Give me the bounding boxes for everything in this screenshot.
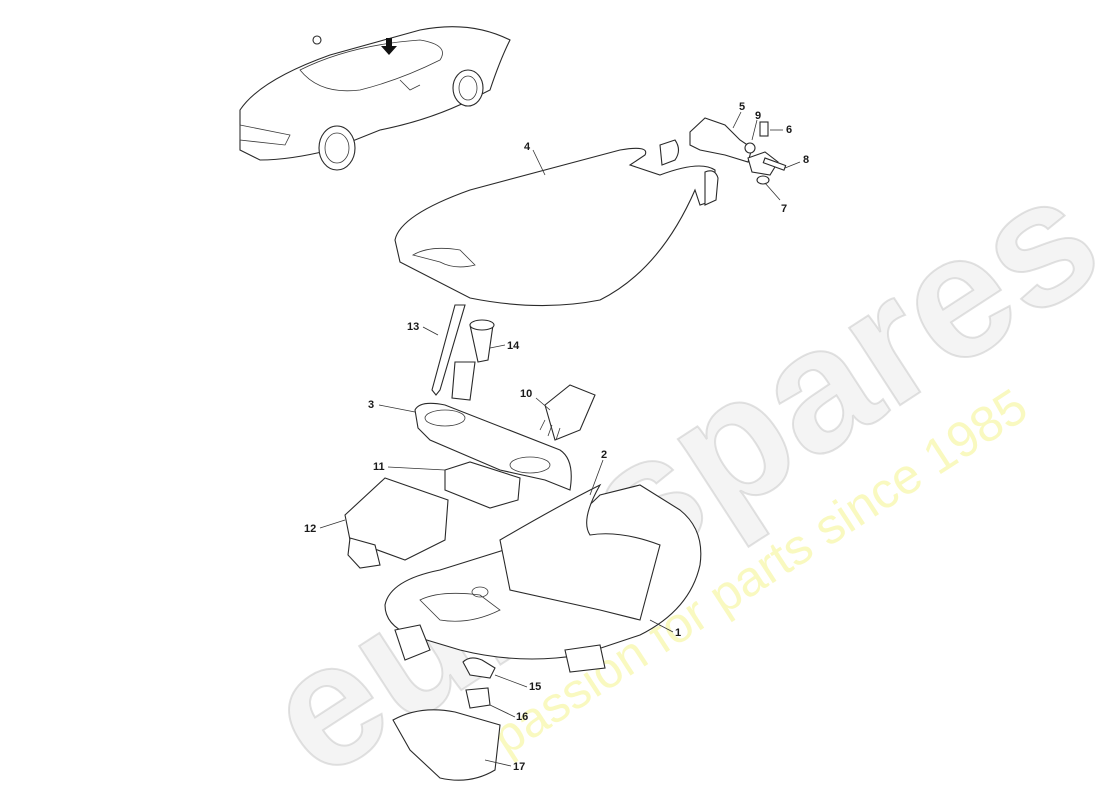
- label-part-16: 16: [516, 711, 528, 723]
- part-labels: 1 2 3 4 5 6 7 8 9 10 11 12 13 14 15 16 1…: [304, 101, 809, 773]
- part-17-tray: [392, 709, 501, 781]
- arrow-down-icon: [381, 38, 397, 55]
- label-part-6: 6: [786, 124, 792, 136]
- part-14-lighter: [451, 319, 495, 401]
- leader-lines: [319, 111, 801, 767]
- label-part-15: 15: [529, 681, 541, 693]
- part-3-bezel: [414, 402, 572, 491]
- part-2-liner: [499, 483, 661, 621]
- label-part-11: 11: [373, 461, 385, 473]
- label-part-13: 13: [407, 321, 419, 333]
- hinge-assembly: [689, 117, 787, 185]
- label-part-4: 4: [524, 141, 531, 153]
- part-13-pen: [431, 304, 466, 396]
- label-part-9: 9: [755, 110, 761, 122]
- label-part-1: 1: [675, 627, 681, 639]
- label-part-17: 17: [513, 761, 525, 773]
- label-part-12: 12: [304, 523, 316, 535]
- part-12-module: [344, 477, 449, 569]
- part-11-switch-pack: [444, 461, 521, 509]
- part-4-armrest-lid: [394, 139, 719, 307]
- car-overview: [239, 26, 511, 171]
- label-part-5: 5: [739, 101, 745, 113]
- label-part-10: 10: [520, 388, 532, 400]
- label-part-7: 7: [781, 203, 787, 215]
- part-16-clip: [465, 687, 491, 709]
- label-part-3: 3: [368, 399, 374, 411]
- label-part-14: 14: [507, 340, 520, 352]
- label-part-8: 8: [803, 154, 809, 166]
- label-part-2: 2: [601, 449, 607, 461]
- part-10-socket: [539, 384, 596, 441]
- part-15-lock: [462, 657, 496, 679]
